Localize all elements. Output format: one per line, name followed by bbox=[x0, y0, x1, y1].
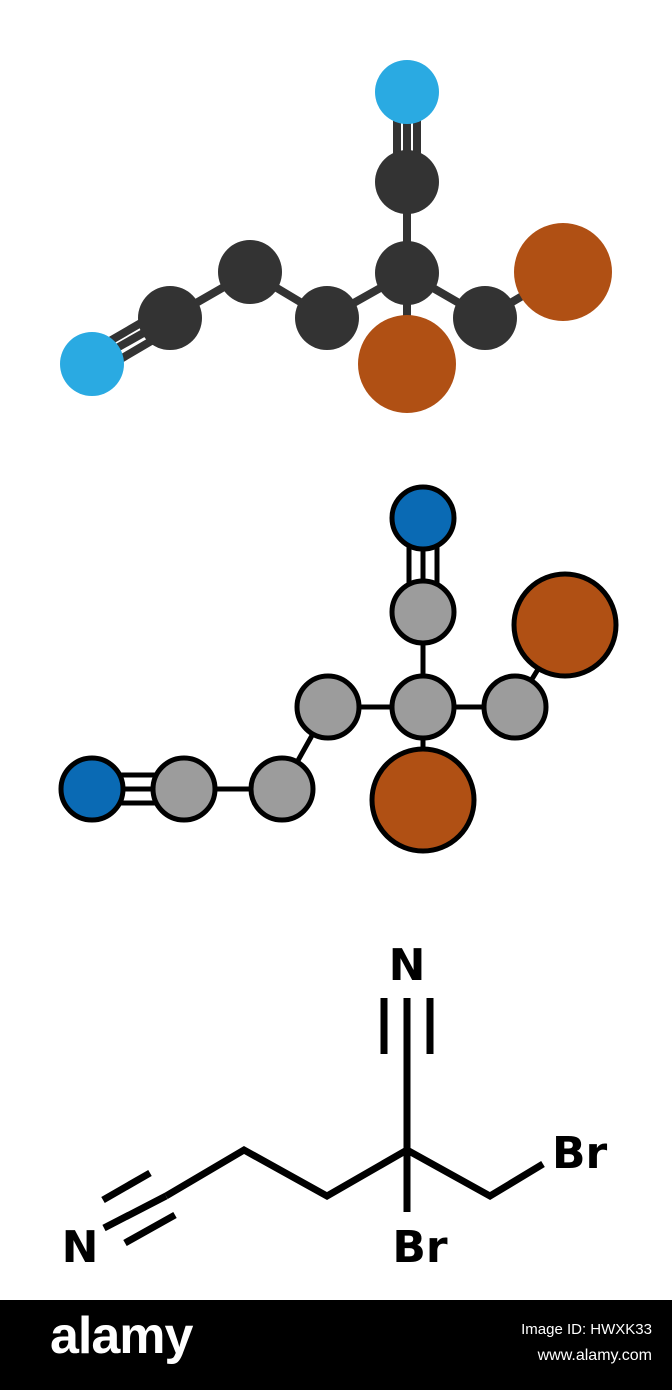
carbon-atom bbox=[389, 673, 457, 741]
carbon-atom bbox=[375, 150, 439, 214]
carbon-atom bbox=[248, 755, 316, 823]
bromine-atom bbox=[369, 746, 477, 854]
triple-bond-line bbox=[101, 1169, 152, 1204]
bromine-atom bbox=[358, 315, 456, 413]
ball-and-stick-model bbox=[60, 60, 612, 413]
triple-bond-line bbox=[123, 1211, 177, 1247]
carbon-atom bbox=[375, 241, 439, 305]
ball-and-stick-atoms bbox=[60, 60, 612, 413]
watermark-footer: alamy Image ID: HWXK33 www.alamy.com bbox=[0, 1300, 672, 1390]
carbon-atom bbox=[295, 286, 359, 350]
nitrogen-label-left: N bbox=[62, 1222, 99, 1273]
carbon-atom bbox=[294, 673, 362, 741]
nitrogen-atom bbox=[389, 484, 457, 552]
nitrogen-atom bbox=[375, 60, 439, 124]
bromine-label-bottom: Br bbox=[392, 1222, 448, 1273]
carbon-atom bbox=[150, 755, 218, 823]
site-url: www.alamy.com bbox=[537, 1347, 652, 1364]
stylized-bonds bbox=[89, 515, 568, 806]
carbon-atom bbox=[138, 286, 202, 350]
bromine-atom bbox=[511, 571, 619, 679]
triple-bond-line bbox=[102, 1192, 168, 1232]
carbon-atom bbox=[481, 673, 549, 741]
nitrogen-atom bbox=[58, 755, 126, 823]
carbon-atom bbox=[218, 240, 282, 304]
bromine-atom bbox=[514, 223, 612, 321]
structural-formula: N N Br Br bbox=[62, 940, 608, 1273]
carbon-atom bbox=[453, 286, 517, 350]
stylized-atoms bbox=[58, 484, 619, 854]
brand-logo: alamy bbox=[50, 1307, 193, 1365]
nitrogen-atom bbox=[60, 332, 124, 396]
carbon-atom bbox=[389, 578, 457, 646]
nitrogen-label-top: N bbox=[389, 940, 426, 991]
stylized-model bbox=[58, 484, 619, 854]
image-id-text: Image ID: HWXK33 bbox=[521, 1321, 652, 1338]
molecule-canvas: N N Br Br bbox=[58, 60, 619, 1273]
bromine-label-right: Br bbox=[552, 1128, 608, 1179]
formula-bonds bbox=[101, 998, 545, 1247]
carbon-chain bbox=[164, 1145, 545, 1201]
